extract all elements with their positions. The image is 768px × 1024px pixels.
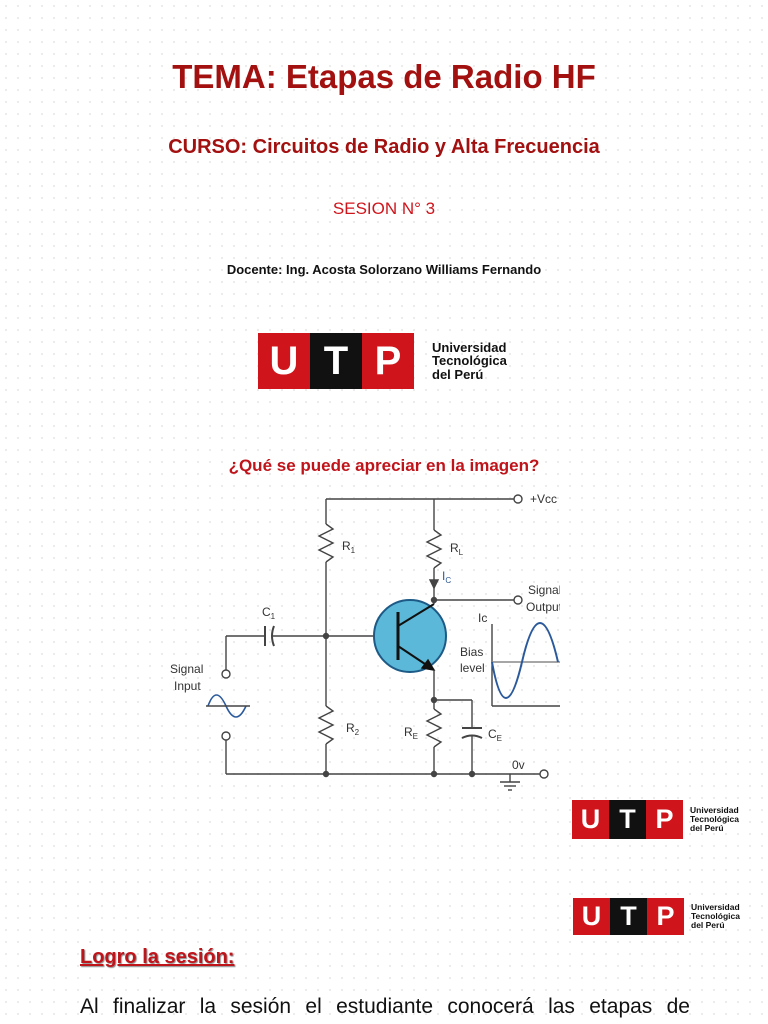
resistor-rl — [425, 529, 443, 569]
ic-label: IC — [442, 569, 451, 585]
logro-text: Al finalizar la sesión el estudiante con… — [80, 995, 690, 1018]
course-name: CURSO: Circuitos de Radio y Alta Frecuen… — [168, 136, 600, 158]
logo-letter-t: T — [310, 333, 362, 389]
graph-ic-label: Ic — [478, 611, 487, 625]
ground-terminal — [539, 769, 549, 779]
page-title: TEMA: Etapas de Radio HF — [172, 58, 596, 95]
utp-logo-small-2: U T P Universidad Tecnológica del Perú — [573, 898, 740, 935]
vcc-terminal — [513, 494, 523, 504]
logro-heading: Logro la sesión: — [80, 946, 235, 968]
utp-logo-main: U T P Universidad Tecnológica del Perú — [258, 333, 507, 389]
session-number: SESION N° 3 — [332, 199, 436, 218]
svg-text:Output: Output — [526, 600, 560, 614]
r2-label: R2 — [346, 721, 360, 737]
current-arrow — [428, 579, 440, 590]
svg-text:level: level — [460, 661, 485, 675]
output-terminal — [513, 595, 523, 605]
output-sine-wave — [491, 622, 559, 699]
c1-label: C1 — [262, 605, 276, 621]
resistor-r1 — [317, 523, 335, 563]
amplifier-circuit-diagram: +Vcc R1 R2 C1 Signal Input RL IC — [170, 492, 560, 791]
rl-label: RL — [450, 541, 464, 557]
ce-label: CE — [488, 727, 502, 743]
output-waveform-graph: Ic Bias level t — [460, 611, 560, 707]
logo-university-name: Universidad Tecnológica del Perú — [690, 805, 739, 833]
question-heading: ¿Qué se puede apreciar en la imagen? — [228, 456, 540, 475]
logo-university-name: Universidad Tecnológica del Perú — [432, 339, 507, 382]
logo-letter-p: P — [362, 333, 414, 389]
signal-output-label: Signal — [528, 583, 560, 597]
utp-logo-small-1: U T P Universidad Tecnológica del Perú — [572, 800, 739, 839]
svg-text:Input: Input — [174, 679, 201, 693]
signal-input-label: Signal — [170, 662, 203, 676]
bias-level-label: Bias — [460, 645, 483, 659]
r1-label: R1 — [342, 539, 356, 555]
logo-university-name: Universidad Tecnológica del Perú — [691, 902, 740, 930]
teacher-name: Docente: Ing. Acosta Solorzano Williams … — [226, 262, 542, 277]
logo-letter-u: U — [258, 333, 310, 389]
ground-label: 0v — [512, 758, 525, 772]
input-terminal-bottom — [221, 731, 231, 741]
transistor-symbol — [373, 599, 447, 673]
input-terminal-top — [221, 669, 231, 679]
resistor-re — [425, 708, 443, 748]
resistor-r2 — [317, 705, 335, 745]
vcc-label: +Vcc — [530, 492, 557, 506]
re-label: RE — [404, 725, 418, 741]
